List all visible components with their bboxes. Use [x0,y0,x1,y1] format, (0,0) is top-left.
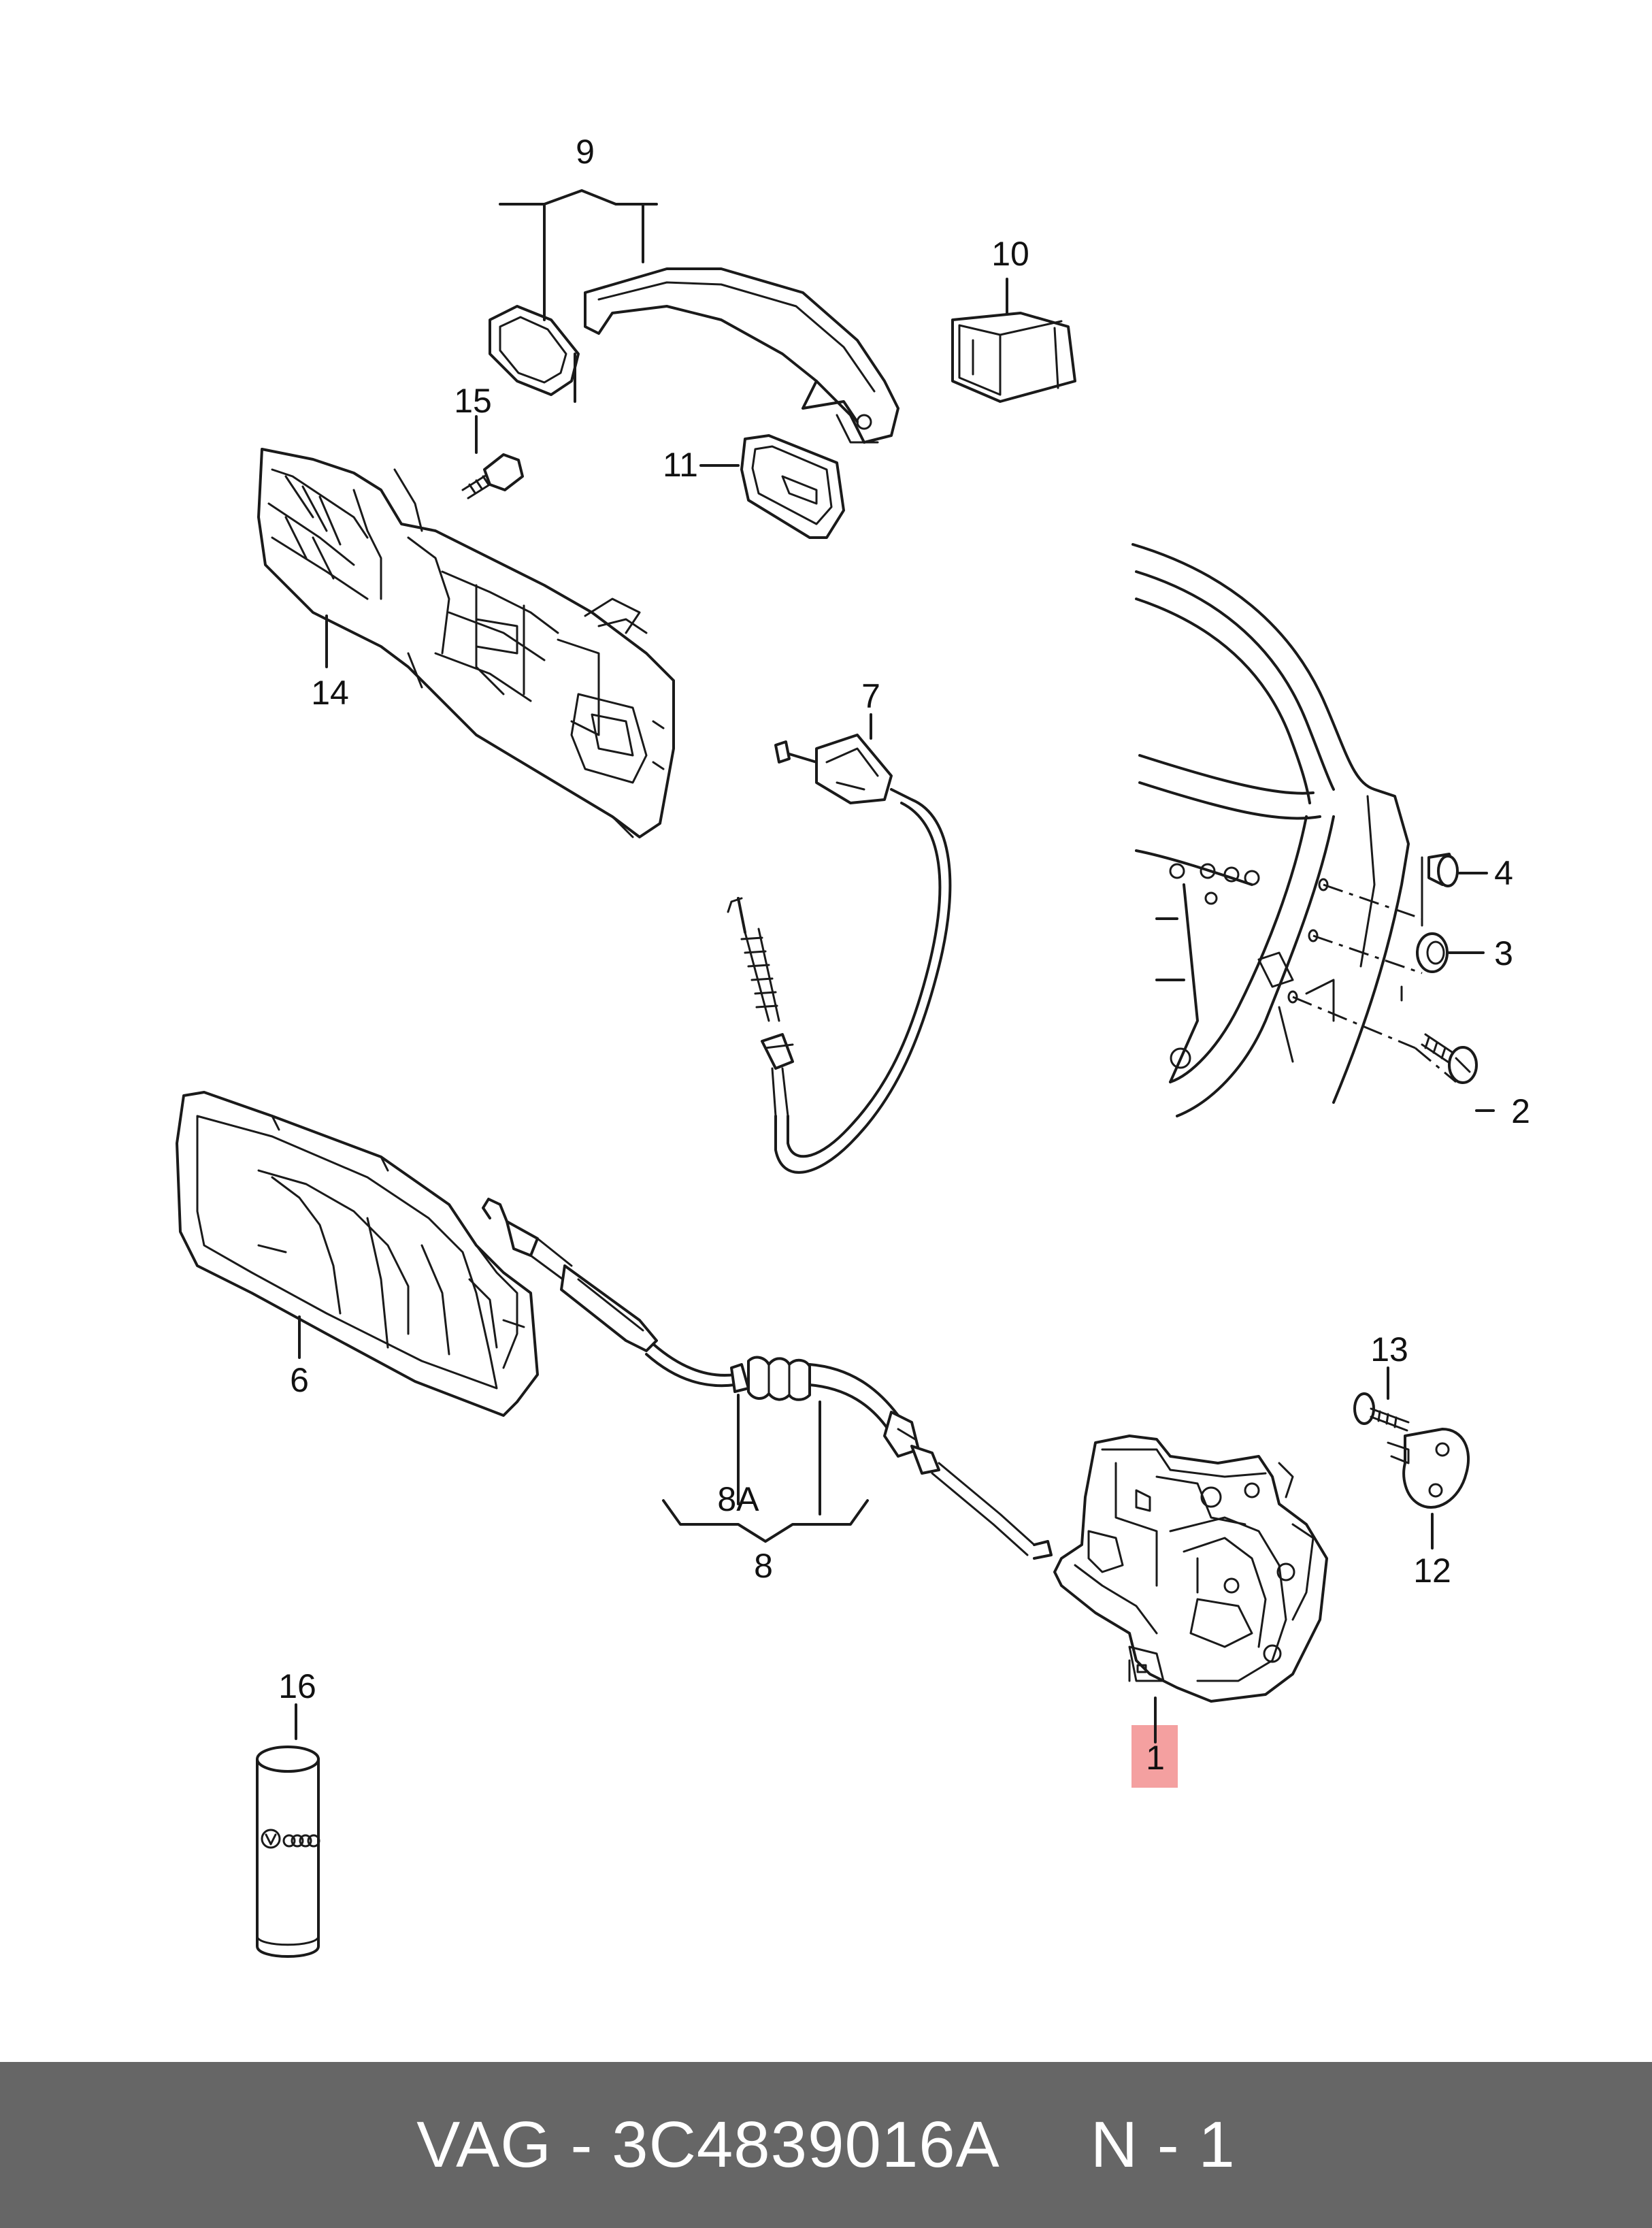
part-1-door-lock[interactable] [1053,1435,1328,1703]
part-16-grease-tube[interactable] [256,1746,320,1958]
fastener-dash-lines [1287,856,1457,1083]
callout-1: 1 [1146,1739,1165,1777]
callout-10: 10 [991,235,1029,273]
callout-2: 2 [1511,1092,1530,1130]
part-number-label: VAG - 3C4839016A N - 1 [416,2108,1236,2181]
part-11-gasket[interactable] [740,434,845,539]
callout-8: 8 [754,1547,773,1585]
callout-6: 6 [290,1361,309,1399]
callout-9-bracket [499,189,658,403]
door-frame [1131,543,1410,1117]
callout-4: 4 [1494,854,1513,892]
callout-7: 7 [861,677,880,715]
part-12-striker-plate[interactable] [1387,1428,1470,1509]
callout-3: 3 [1494,934,1513,972]
part-2-screw[interactable] [1421,1033,1478,1084]
part-10-cover[interactable] [951,312,1076,403]
part-6-interior-handle[interactable] [176,1091,539,1417]
callout-16: 16 [278,1667,316,1705]
part-8-cable-lower[interactable] [808,1363,1053,1560]
callout-8a: 8A [717,1480,759,1518]
callout-8-bracket [662,1394,869,1543]
part-4-clip[interactable] [1427,853,1459,887]
parts-diagram: 9 10 11 15 [176,133,1530,1958]
callout-15: 15 [454,382,492,420]
part-7-cable[interactable] [727,734,952,1174]
part-9-handle-cap[interactable] [489,305,580,396]
callout-12: 12 [1413,1552,1451,1590]
part-13-screw[interactable] [1353,1392,1410,1432]
callout-13: 13 [1370,1330,1408,1369]
part-8a-bellows[interactable] [730,1356,811,1401]
vw-audi-logo [261,1829,320,1849]
part-9-exterior-handle[interactable] [584,267,899,444]
footer-bar: VAG - 3C4839016A N - 1 [0,2062,1652,2228]
callout-14: 14 [311,674,349,712]
part-15-bolt[interactable] [461,453,524,499]
callout-11: 11 [663,446,698,484]
part-8-cable[interactable] [482,1198,736,1388]
callout-9: 9 [576,133,595,171]
part-3-grommet[interactable] [1416,932,1449,973]
part-14-handle-carrier[interactable] [257,448,675,838]
